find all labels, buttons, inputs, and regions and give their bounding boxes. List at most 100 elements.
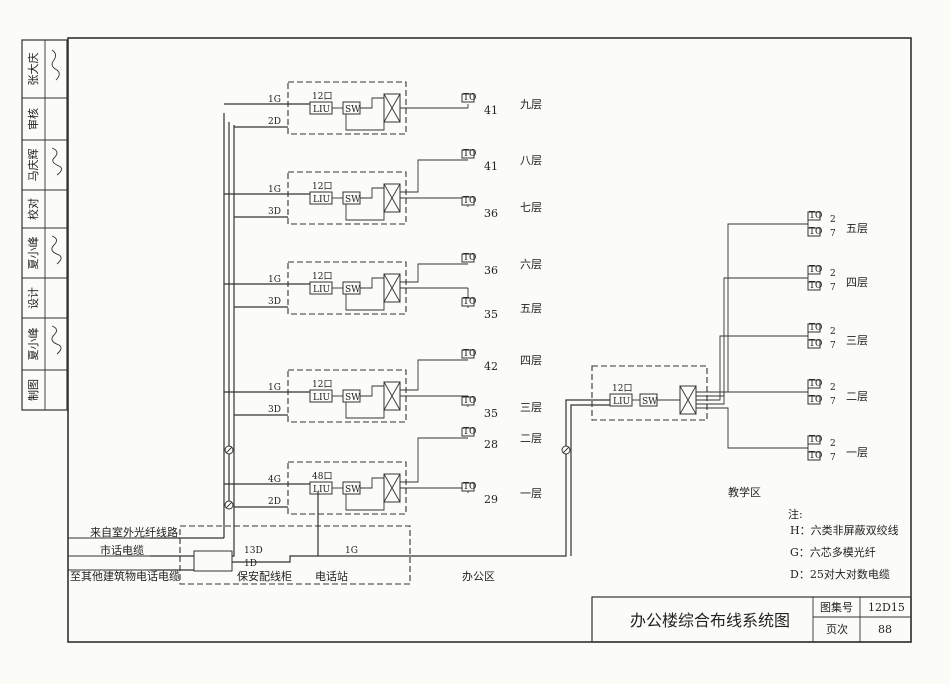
outlet-count: 36 (484, 264, 498, 277)
office-floor-label: 八层 (520, 154, 542, 167)
patch-panel (383, 381, 401, 411)
teaching-count-a: 2 (830, 269, 836, 279)
cable-count: 3D (268, 207, 281, 217)
teaching-floor-label: 三层 (846, 334, 868, 347)
teaching-feed-line (696, 335, 808, 401)
teaching-floor-label: 二层 (846, 390, 868, 403)
teaching-switch-label: SW (642, 397, 658, 407)
outlet-count: 35 (484, 308, 498, 321)
office-floor-label: 六层 (520, 258, 542, 271)
outlet-label: TO (463, 93, 476, 103)
sidebar-role: 审核 (26, 108, 40, 130)
outlet-label: TO (809, 211, 822, 221)
teaching-floor-label: 五层 (846, 222, 868, 235)
patch-panel (383, 473, 401, 503)
outlet-count: 28 (484, 438, 498, 451)
sidebar-name: 马庆辉 (26, 149, 40, 182)
outlet-label: TO (809, 451, 822, 461)
teaching-outlet: TO (807, 339, 822, 349)
office-floor-label: 五层 (520, 302, 542, 315)
teaching-outlet: TO (807, 227, 822, 237)
teaching-outlet: TO (807, 265, 822, 275)
teaching-count-b: 7 (830, 229, 836, 239)
teaching-feed-line (696, 407, 808, 449)
page-value: 88 (878, 623, 892, 636)
teaching-count-b: 7 (830, 453, 836, 463)
title-block (591, 596, 912, 643)
other-building-label: 至其他建筑物电话电缆 (70, 569, 180, 583)
teaching-count-a: 2 (830, 383, 836, 393)
page-label: 页次 (826, 622, 848, 636)
liu-label: LIU (313, 105, 331, 115)
telecom-outlet: TO (461, 253, 476, 263)
outlet-count: 42 (484, 360, 498, 373)
cable-count: 2D (268, 497, 281, 507)
telecom-outlet: TO (461, 149, 476, 159)
outlet-label: TO (463, 427, 476, 437)
switch-label: SW (345, 195, 361, 205)
outlet-count: 36 (484, 207, 498, 220)
office-floor-label: 九层 (520, 98, 542, 111)
office-floor-label: 四层 (520, 354, 542, 367)
cable-count: 2D (268, 117, 281, 127)
fiber-count: 1G (268, 185, 281, 195)
fiber-count: 1G (268, 383, 281, 393)
telecom-outlet: TO (461, 482, 476, 492)
teaching-outlet: TO (807, 451, 822, 461)
patch-panel (383, 183, 401, 213)
teaching-area-label: 教学区 (728, 485, 761, 499)
city-cable-label: 市话电缆 (100, 543, 144, 557)
office-floor-label: 一层 (520, 487, 542, 500)
atlas-value: 12D15 (868, 601, 905, 614)
notes-heading: 注: (788, 507, 803, 521)
teaching-count-a: 2 (830, 327, 836, 337)
teaching-feed-line (696, 223, 808, 393)
teaching-feed-line (696, 277, 808, 397)
teaching-liu-port-label: 12口 (612, 384, 632, 394)
teaching-outlet: TO (807, 323, 822, 333)
patch-panel (383, 273, 401, 303)
teaching-feed-line (696, 391, 808, 405)
sidebar-role: 校对 (26, 198, 40, 220)
office-floor-label: 七层 (520, 201, 542, 214)
drawing-title: 办公楼综合布线系统图 (630, 611, 790, 630)
teaching-outlet: TO (807, 435, 822, 445)
outlet-label: TO (463, 396, 476, 406)
teaching-floor-label: 四层 (846, 276, 868, 289)
switch-label: SW (345, 285, 361, 295)
telecom-outlet: TO (461, 427, 476, 437)
switch-label: SW (345, 105, 361, 115)
liu-port-label: 12口 (312, 380, 332, 390)
atlas-label: 图集号 (820, 600, 853, 614)
sidebar-name: 张大庆 (26, 53, 40, 86)
fiber-count: 1G (268, 275, 281, 285)
sidebar-role: 制图 (27, 379, 40, 401)
teaching-rack-enclosure (591, 365, 708, 421)
outlet-label: TO (809, 339, 822, 349)
cabinet-label: 保安配线柜 (237, 569, 292, 583)
outlet-count: 35 (484, 407, 498, 420)
liu-port-label: 12口 (312, 272, 332, 282)
liu-port-label: 12口 (312, 182, 332, 192)
sidebar-role: 设计 (27, 287, 40, 309)
teaching-count-a: 2 (830, 215, 836, 225)
liu-label: LIU (313, 195, 331, 205)
fiber-link-1g (317, 399, 610, 557)
cable-1d-label: 1D (244, 559, 257, 569)
outlet-label: TO (463, 349, 476, 359)
office-floor-label: 二层 (520, 432, 542, 445)
fiber-count: 1G (268, 95, 281, 105)
cable-count: 3D (268, 405, 281, 415)
floor-rack: LIU 12口 SW 1G 3D (224, 159, 469, 225)
teaching-liu-label: LIU (613, 397, 631, 407)
liu-label: LIU (313, 485, 331, 495)
drawing-frame (67, 37, 912, 643)
liu-port-label: 48口 (312, 472, 332, 482)
outlet-label: TO (463, 196, 476, 206)
telecom-outlet: TO (461, 396, 476, 406)
office-floor-label: 三层 (520, 401, 542, 414)
telecom-outlet: TO (461, 93, 476, 103)
